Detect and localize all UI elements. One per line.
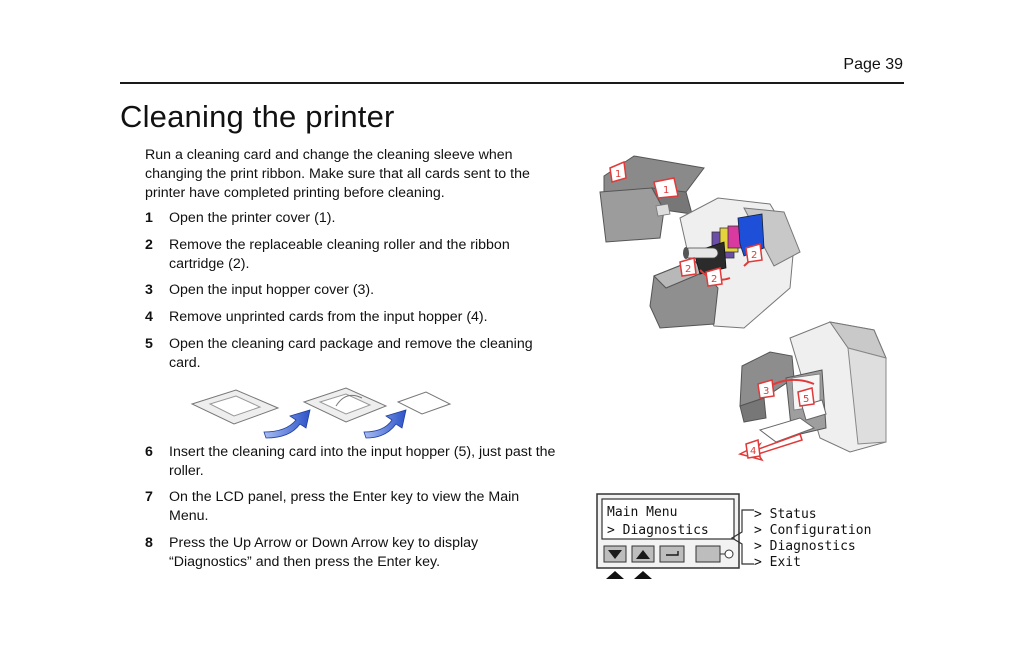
callout-2: 2 (705, 267, 723, 287)
menu-bracket (730, 509, 754, 565)
menu-option-status: > Status (754, 507, 817, 522)
step-text: Remove unprinted cards from the input ho… (169, 309, 488, 325)
svg-text:1: 1 (663, 185, 669, 196)
up-arrow-key[interactable] (631, 545, 655, 563)
page-title: Cleaning the printer (120, 99, 395, 134)
menu-option-diagnostics: > Diagnostics (754, 539, 856, 554)
step-number: 8 (145, 535, 153, 551)
step-number: 5 (145, 336, 153, 352)
step-text: Open the input hopper cover (3). (169, 282, 375, 298)
power-key[interactable] (695, 545, 734, 563)
printer-cover-illustration: 1 1 2 2 2 (599, 155, 801, 329)
enter-key[interactable] (659, 545, 685, 563)
callout-1: 1 (609, 160, 627, 183)
input-hopper-illustration: 3 5 4 (737, 321, 887, 462)
step-number: 4 (145, 309, 153, 325)
pointer-icon (634, 571, 652, 579)
step-1: 1 Open the printer cover (1). (145, 209, 585, 228)
step-text: Open the printer cover (1). (169, 210, 336, 226)
svg-text:4: 4 (750, 446, 756, 457)
step-text: Insert the cleaning card into the input … (169, 444, 556, 479)
step-text: On the LCD panel, press the Enter key to… (169, 489, 520, 524)
menu-option-exit: > Exit (754, 555, 801, 570)
step-5: 5 Open the cleaning card package and rem… (145, 335, 585, 373)
cleaning-card (396, 391, 452, 415)
cleaning-card-illustration (190, 387, 452, 439)
svg-text:5: 5 (803, 394, 809, 405)
step-text: Press the Up Arrow or Down Arrow key to … (169, 535, 479, 570)
step-2: 2 Remove the replaceable cleaning roller… (145, 236, 585, 274)
step-number: 7 (145, 489, 153, 505)
callout-3: 3 (757, 379, 775, 399)
down-arrow-icon (608, 550, 622, 559)
step-number: 3 (145, 282, 153, 298)
svg-text:1: 1 (615, 169, 621, 180)
step-6: 6 Insert the cleaning card into the inpu… (145, 443, 585, 481)
step-3: 3 Open the input hopper cover (3). (145, 281, 585, 300)
step-text: Open the cleaning card package and remov… (169, 336, 533, 371)
step-4: 4 Remove unprinted cards from the input … (145, 308, 585, 327)
svg-text:2: 2 (685, 264, 691, 275)
cleaning-roller (683, 247, 719, 259)
card-package-closed (190, 389, 280, 425)
lcd-panel: Main Menu > Diagnostics (596, 493, 740, 579)
svg-text:3: 3 (763, 386, 769, 397)
up-arrow-icon (636, 550, 650, 559)
step-8: 8 Press the Up Arrow or Down Arrow key t… (145, 534, 585, 572)
callout-2: 2 (745, 243, 763, 263)
intro-paragraph: Run a cleaning card and change the clean… (145, 147, 530, 201)
callout-1: 1 (653, 177, 679, 199)
card-package-open (302, 387, 388, 423)
step-number: 2 (145, 237, 153, 253)
lcd-line-main-menu: Main Menu (607, 505, 677, 520)
page-number: Page 39 (843, 56, 903, 73)
menu-option-configuration: > Configuration (754, 523, 871, 538)
step-text: Remove the replaceable cleaning roller a… (169, 237, 510, 272)
svg-text:2: 2 (711, 274, 717, 285)
step-number: 1 (145, 210, 153, 226)
svg-text:2: 2 (751, 250, 757, 261)
callout-5: 5 (797, 387, 815, 407)
enter-icon (666, 551, 679, 556)
down-arrow-key[interactable] (603, 545, 627, 563)
callout-4: 4 (745, 438, 761, 459)
callout-2: 2 (679, 257, 697, 277)
pointer-icon (606, 571, 624, 579)
arrow-right-icon (263, 409, 311, 439)
arrow-right-icon (363, 409, 407, 439)
lcd-screen (601, 498, 735, 540)
main-menu-options: > Status > Configuration > Diagnostics >… (754, 507, 871, 570)
step-number: 6 (145, 444, 153, 460)
header-rule (120, 82, 904, 84)
step-7: 7 On the LCD panel, press the Enter key … (145, 488, 585, 526)
lcd-line-diagnostics: > Diagnostics (607, 523, 709, 538)
